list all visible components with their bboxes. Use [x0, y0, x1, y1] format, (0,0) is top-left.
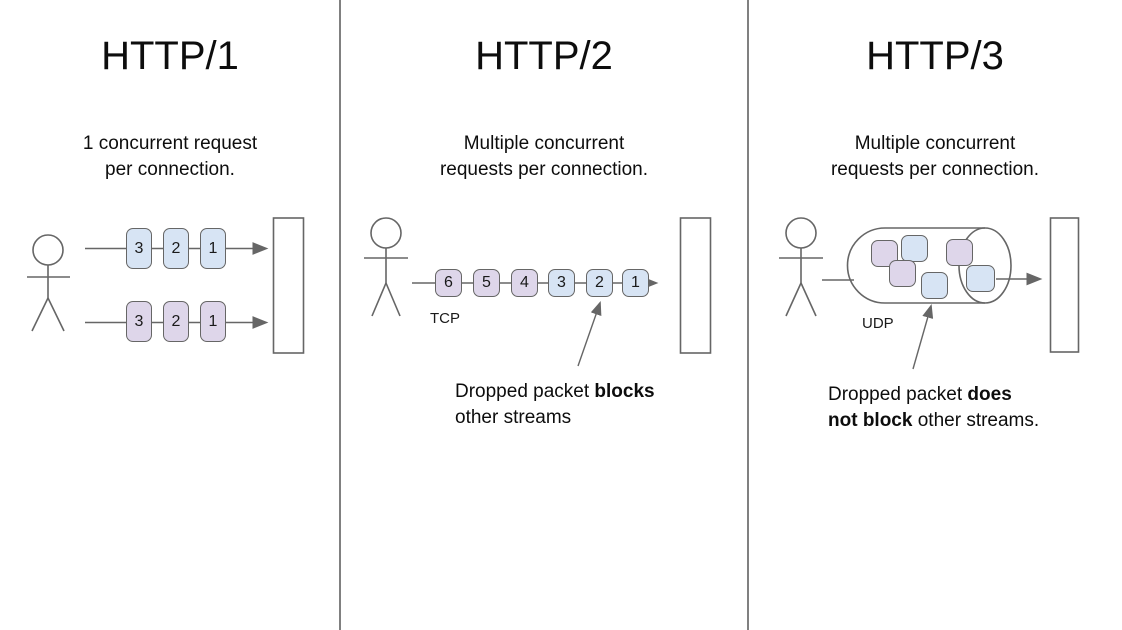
subtitle-line: Multiple concurrent — [463, 133, 625, 154]
figure-leg-right — [800, 282, 817, 317]
http1-packet: 2 — [163, 301, 189, 342]
http3-packet — [921, 272, 948, 299]
http2-packet: 2 — [586, 269, 613, 297]
annotation-bold: not block — [828, 410, 913, 431]
http3-packet — [946, 239, 973, 266]
http3-packet — [889, 260, 916, 287]
http3-dropped-packet-arrow — [912, 303, 934, 370]
http2-title: HTTP/2 — [475, 34, 613, 78]
http3-annotation: Dropped packet does not block other stre… — [828, 382, 1078, 434]
figure-head — [32, 234, 64, 266]
subtitle-line: per connection. — [105, 159, 235, 180]
tcp-label: TCP — [430, 310, 460, 327]
http2-packet: 6 — [435, 269, 462, 297]
subtitle-line: 1 concurrent request — [82, 133, 258, 154]
annotation-text: Dropped packet — [455, 381, 595, 402]
http1-title: HTTP/1 — [101, 34, 239, 78]
subtitle-line: requests per connection. — [439, 159, 649, 180]
figure-head — [785, 217, 817, 249]
figure-leg-left — [31, 297, 49, 332]
http1-server-box — [272, 217, 305, 354]
annotation-bold: does — [967, 384, 1012, 405]
http2-packet: 4 — [511, 269, 538, 297]
annotation-text: other streams — [455, 407, 572, 428]
http1-packet: 2 — [163, 228, 189, 269]
http2-stick-figure — [364, 217, 408, 317]
http3-packet-exiting — [966, 265, 995, 292]
annotation-text: other streams. — [912, 410, 1040, 431]
http1-packet: 3 — [126, 228, 152, 269]
column-divider-2 — [747, 0, 749, 630]
subtitle-line: Multiple concurrent — [854, 133, 1016, 154]
udp-tube — [846, 227, 985, 304]
figure-leg-right — [385, 282, 401, 317]
http1-packet: 1 — [200, 301, 226, 342]
http1-packet: 3 — [126, 301, 152, 342]
http3-title: HTTP/3 — [866, 34, 1004, 78]
http2-dropped-packet-arrow — [577, 301, 602, 367]
http2-packet: 1 — [622, 269, 649, 297]
http1-packet: 1 — [200, 228, 226, 269]
http3-packet — [901, 235, 928, 262]
http2-annotation: Dropped packet blocks other streams — [455, 379, 695, 431]
figure-leg-left — [371, 282, 387, 317]
annotation-text: Dropped packet — [828, 384, 968, 405]
figure-leg-right — [47, 297, 65, 332]
http2-subtitle: Multiple concurrent requests per connect… — [340, 131, 748, 183]
http3-stick-figure — [779, 217, 823, 317]
http1-stick-figure — [27, 234, 70, 332]
annotation-bold: blocks — [594, 381, 655, 402]
udp-label: UDP — [862, 315, 894, 332]
http2-packet: 3 — [548, 269, 575, 297]
http1-subtitle: 1 concurrent request per connection. — [0, 131, 340, 183]
http3-subtitle: Multiple concurrent requests per connect… — [748, 131, 1122, 183]
http3-server-box — [1049, 217, 1080, 353]
subtitle-line: requests per connection. — [830, 159, 1040, 180]
column-divider-1 — [339, 0, 341, 630]
figure-leg-left — [785, 282, 802, 317]
http2-packet: 5 — [473, 269, 500, 297]
http2-server-box — [679, 217, 712, 354]
figure-head — [370, 217, 402, 249]
